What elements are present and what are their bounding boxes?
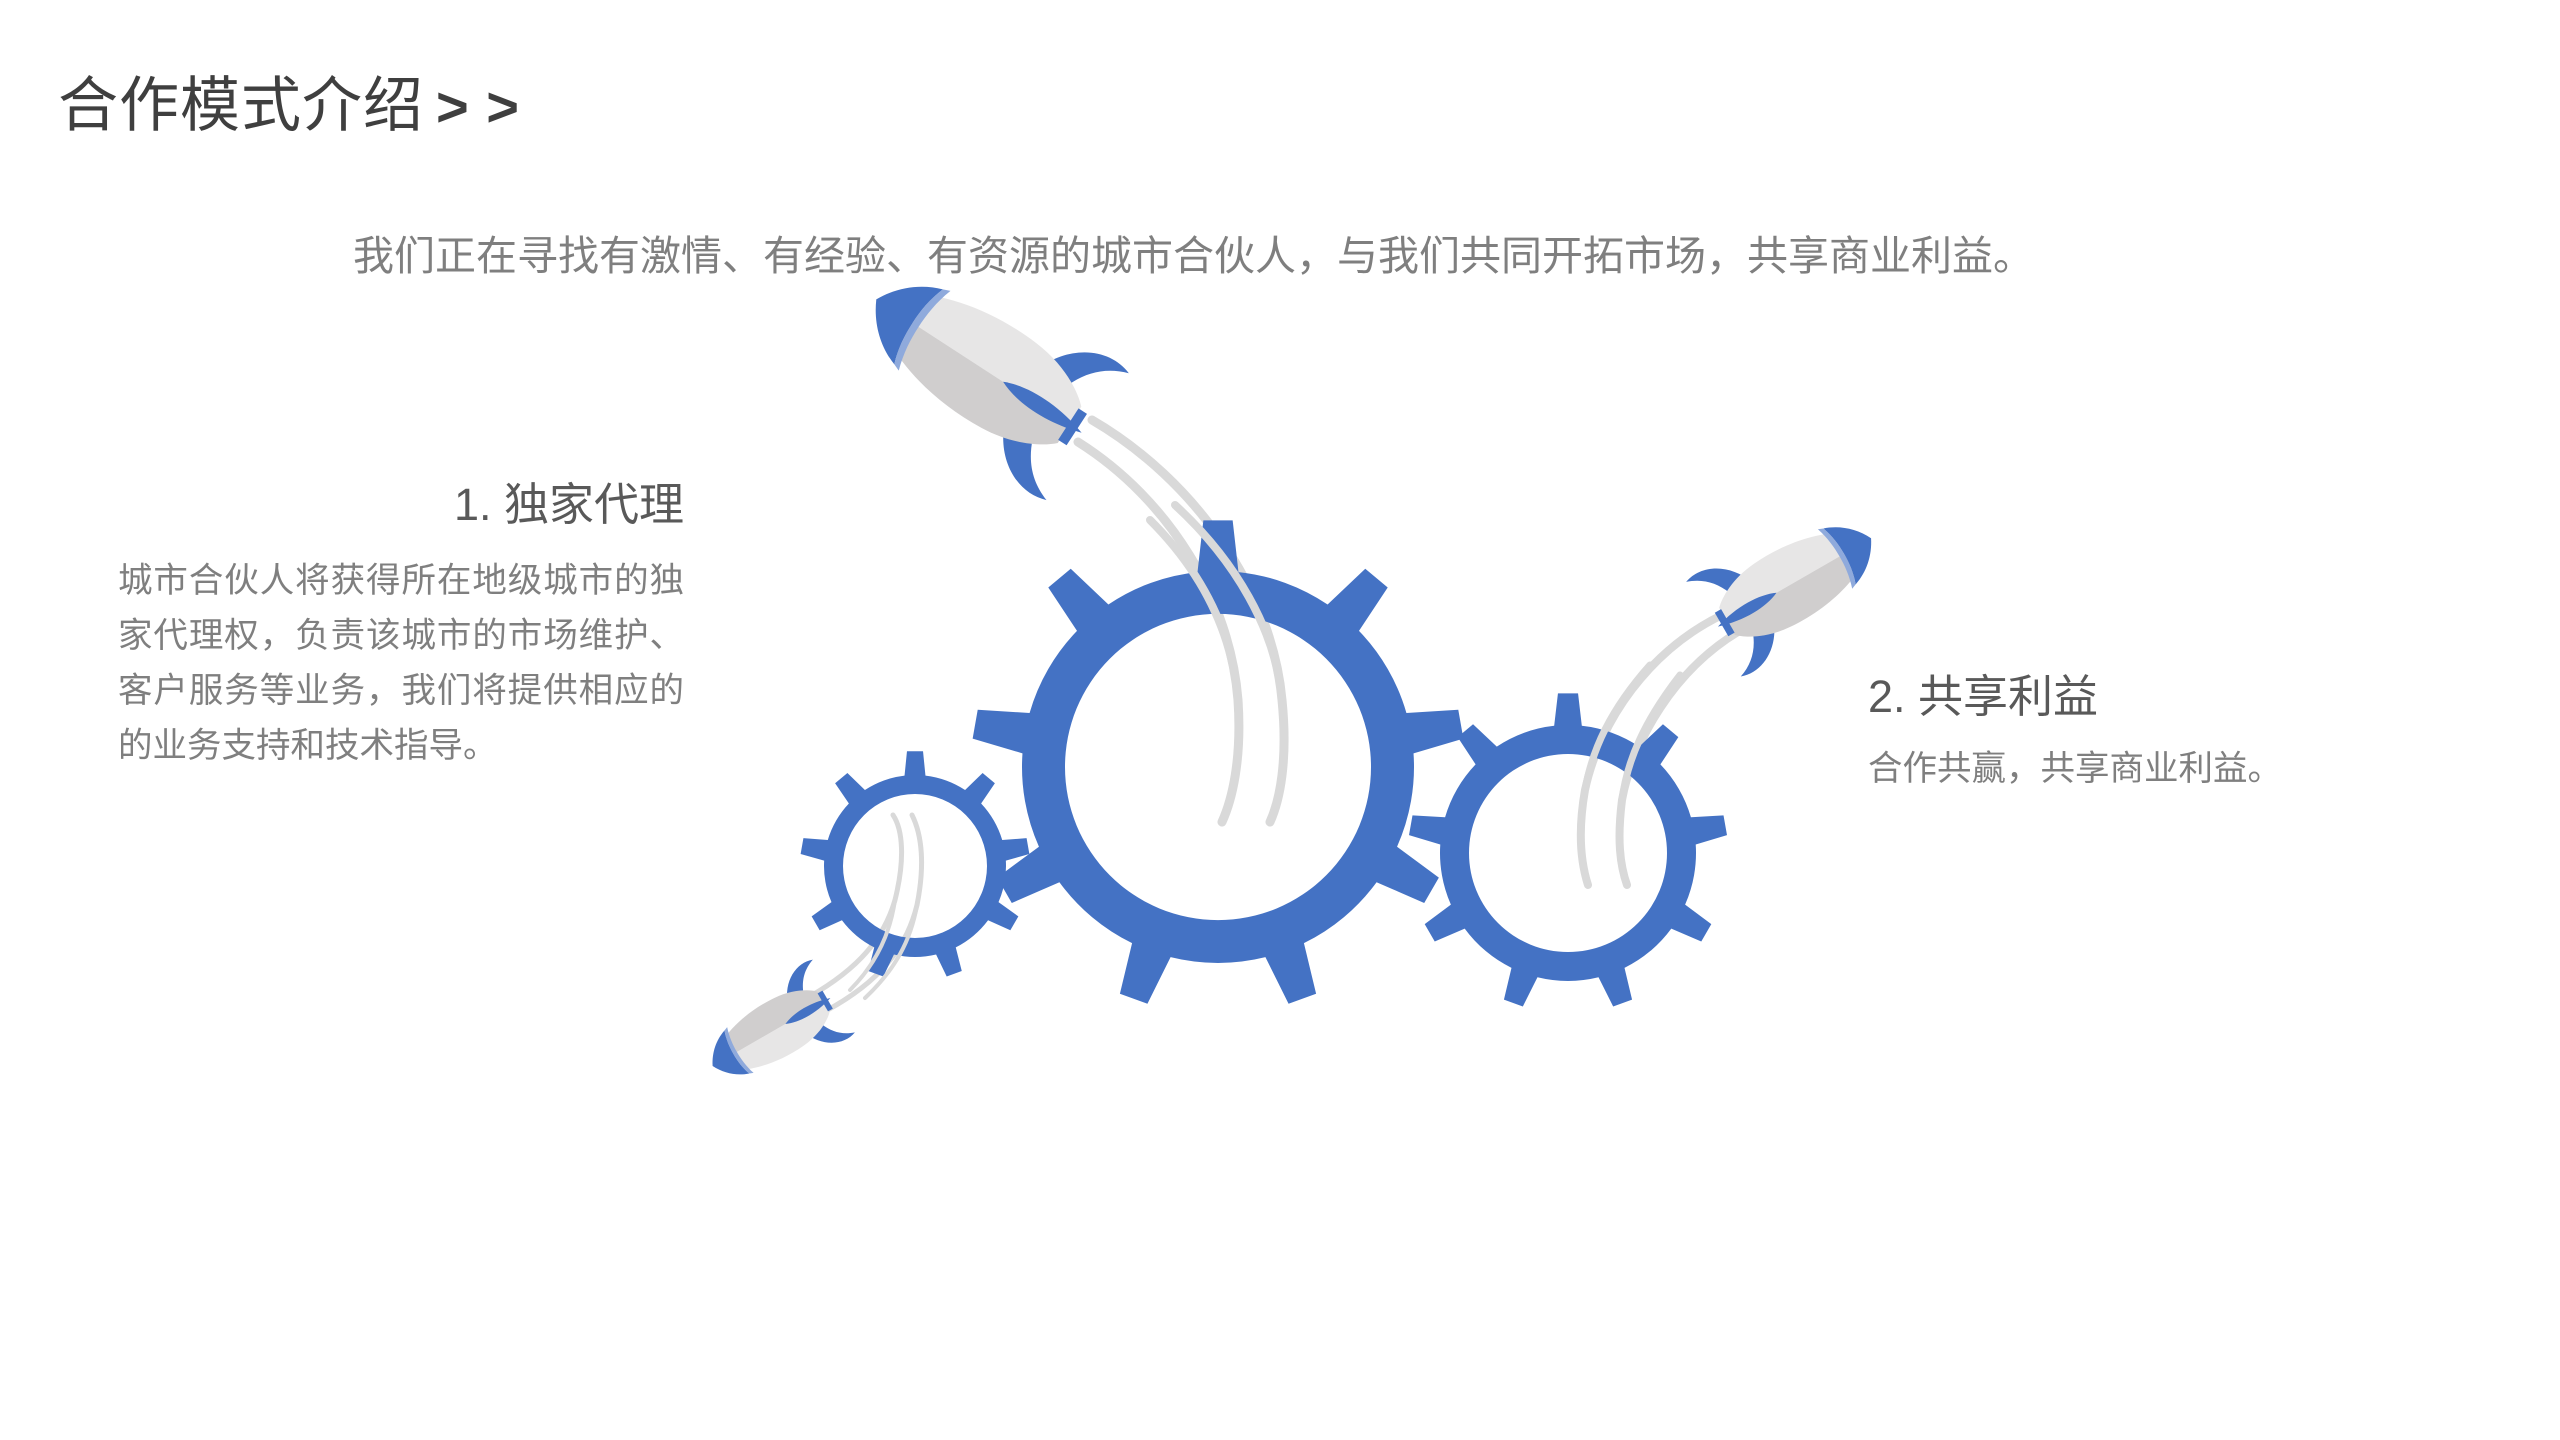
gear-icon-large [972,520,1464,1004]
rocket-trails-over [848,501,1684,1000]
section-body: 城市合伙人将获得所在地级城市的独家代理权，负责该城市的市场维护、客户服务等业务，… [118,562,684,765]
title-chevrons: > > [436,75,520,138]
rocket-icon-bottom [690,958,856,1104]
intro-text: 我们正在寻找有激情、有经验、有资源的城市合伙人，与我们共同开拓市场，共享商业利益… [353,232,2034,280]
section-heading: 1. 独家代理 [453,479,684,530]
section-heading: 2. 共享利益 [1868,671,2099,722]
gear-icon-small [800,751,1030,977]
section-body: 合作共赢，共享商业利益。 [1868,750,2282,788]
section-exclusive-agency: 1. 独家代理 城市合伙人将获得所在地级城市的独家代理权，负责该城市的市场维护、… [118,478,684,774]
page-title: 合作模式介绍> > [58,70,520,143]
gear-icon-right [1409,693,1727,1007]
rocket-icon-top [833,233,1131,503]
page-title-text: 合作模式介绍 [58,71,424,141]
section-shared-benefits: 2. 共享利益 合作共赢，共享商业利益。 [1868,670,2388,797]
